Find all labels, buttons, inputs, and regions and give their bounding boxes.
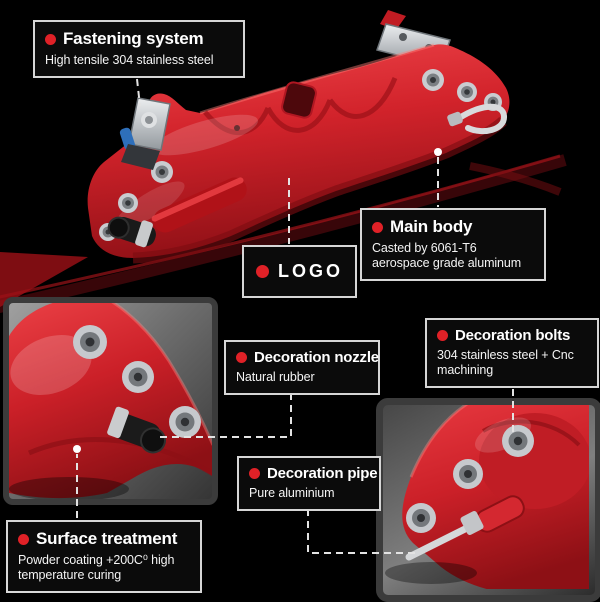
red-bullet-icon: [256, 265, 269, 278]
callout-title: Main body: [390, 217, 473, 236]
callout-title: Decoration nozzle: [254, 349, 379, 366]
callout-decoration-nozzle: Decoration nozzle Natural rubber: [224, 340, 380, 395]
callout-subtitle: Pure aluminium: [249, 486, 335, 500]
callout-title: Surface treatment: [36, 529, 178, 548]
callout-subtitle: Casted by 6061-T6 aerospace grade alumin…: [372, 241, 522, 270]
closeup-pipe-icon: [405, 495, 525, 561]
callout-subtitle: High tensile 304 stainless steel: [45, 53, 214, 67]
red-bullet-icon: [437, 330, 448, 341]
red-bullet-icon: [249, 468, 260, 479]
red-bullet-icon: [45, 33, 56, 45]
bridge-cutout: [281, 81, 317, 119]
left-bolts-icon: [99, 161, 173, 241]
red-bullet-icon: [18, 533, 29, 545]
detail-inset-pipe-bolts: [376, 398, 600, 602]
callout-title: Fastening system: [63, 29, 204, 48]
callout-decoration-pipe: Decoration pipe Pure aluminium: [237, 456, 381, 511]
callout-surface-treatment: Surface treatment Powder coating +200C⁰ …: [6, 520, 202, 593]
callout-main-body: Main body Casted by 6061-T6 aerospace gr…: [360, 208, 546, 281]
closeup-nozzle-icon: [107, 406, 166, 454]
caliper-closeup-right: [385, 405, 589, 589]
front-bracket-icon: [119, 97, 171, 170]
brake-pipe-icon: [447, 103, 507, 135]
callout-fastening-system: Fastening system High tensile 304 stainl…: [33, 20, 245, 78]
caliper-photo: [87, 10, 510, 264]
callout-subtitle: Natural rubber: [236, 370, 315, 384]
callout-title: Decoration bolts: [455, 327, 571, 344]
detail-inset-nozzle: [3, 297, 218, 505]
callout-subtitle: Powder coating +200C⁰ high temperature c…: [18, 553, 175, 582]
callout-title: Decoration pipe: [267, 465, 378, 482]
callout-title: LOGO: [278, 261, 343, 281]
nose-bolts-icon: [422, 69, 502, 111]
callout-decoration-bolts: Decoration bolts 304 stainless steel + C…: [425, 318, 599, 388]
red-bullet-icon: [236, 352, 247, 363]
red-bullet-icon: [372, 221, 383, 233]
caliper-closeup-left: [9, 303, 212, 499]
callout-logo: LOGO: [242, 245, 357, 298]
nozzle-icon: [107, 216, 156, 248]
nozzle-arm: [151, 177, 247, 233]
bridge-scallops: [203, 77, 398, 135]
callout-subtitle: 304 stainless steel + Cnc machining: [437, 348, 574, 377]
